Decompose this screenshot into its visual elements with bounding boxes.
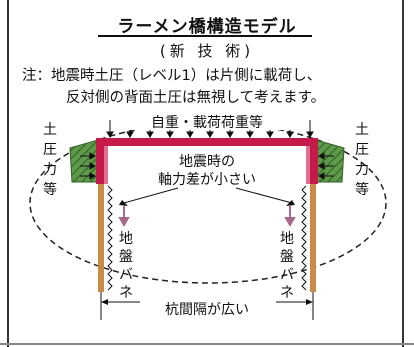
svg-text:盤: 盤 bbox=[119, 249, 133, 265]
svg-text:力: 力 bbox=[355, 162, 369, 178]
page-right-border bbox=[402, 0, 404, 347]
left-pile bbox=[98, 184, 104, 292]
page-left-border bbox=[7, 0, 9, 347]
svg-text:地: 地 bbox=[119, 231, 133, 247]
right-wall-inner bbox=[306, 146, 310, 184]
right-spring-label: 地 盤 バ ネ bbox=[280, 231, 294, 301]
svg-text:ネ: ネ bbox=[119, 285, 133, 301]
pile-spacing-label-bg bbox=[140, 296, 276, 320]
title-underline bbox=[98, 35, 312, 37]
top-load-label-bg bbox=[118, 114, 296, 130]
right-earth-pressure-label: 土 圧 力 等 bbox=[355, 122, 369, 198]
svg-text:ネ: ネ bbox=[280, 285, 294, 301]
svg-text:バ: バ bbox=[280, 267, 294, 283]
left-earth-pressure-label: 土 圧 力 等 bbox=[43, 122, 57, 198]
svg-text:等: 等 bbox=[43, 181, 57, 198]
axial-diff-line1: 地震時の bbox=[179, 154, 235, 170]
diagram-subtitle: (新 技 術) bbox=[159, 42, 255, 60]
svg-text:等: 等 bbox=[355, 181, 369, 198]
left-earth-pressure-arrows bbox=[80, 152, 96, 180]
top-load-label: 自重・載荷荷重等 bbox=[151, 114, 263, 131]
svg-text:圧: 圧 bbox=[355, 142, 369, 158]
svg-text:地: 地 bbox=[280, 231, 294, 247]
left-ground-spring bbox=[107, 185, 113, 291]
right-pile bbox=[310, 184, 316, 292]
axial-diff-label-bg bbox=[150, 150, 264, 188]
left-spring-label: 地 盤 バ ネ bbox=[119, 231, 133, 301]
left-wall bbox=[96, 146, 104, 184]
note-line-2: 反対側の背面土圧は無視して考えます。 bbox=[66, 90, 326, 106]
top-slab bbox=[96, 138, 318, 146]
svg-text:圧: 圧 bbox=[43, 142, 57, 158]
dashed-ellipse bbox=[29, 122, 387, 284]
left-wall-inner bbox=[104, 146, 108, 184]
left-pile-arrow bbox=[118, 206, 130, 228]
diagram-title: ラーメン橋構造モデル bbox=[117, 17, 297, 37]
right-wall bbox=[310, 146, 318, 184]
svg-text:盤: 盤 bbox=[280, 249, 294, 265]
svg-text:バ: バ bbox=[119, 267, 133, 283]
svg-text:土: 土 bbox=[43, 122, 57, 138]
right-ground-spring bbox=[301, 185, 307, 291]
left-axial-arrow bbox=[123, 187, 179, 204]
svg-text:力: 力 bbox=[43, 162, 57, 178]
right-earth-pressure-arrows bbox=[318, 152, 334, 180]
svg-text:土: 土 bbox=[355, 122, 369, 138]
right-pile-arrow bbox=[284, 206, 296, 228]
page-bottom-border bbox=[0, 343, 414, 345]
note-line-1: 注：地震時土圧（レベル1）は片側に載荷し、 bbox=[22, 68, 322, 84]
pile-spacing-label: 杭間隔が広い bbox=[165, 302, 249, 318]
right-axial-arrow bbox=[235, 187, 293, 204]
axial-diff-line2: 軸力差が小さい bbox=[158, 172, 256, 188]
